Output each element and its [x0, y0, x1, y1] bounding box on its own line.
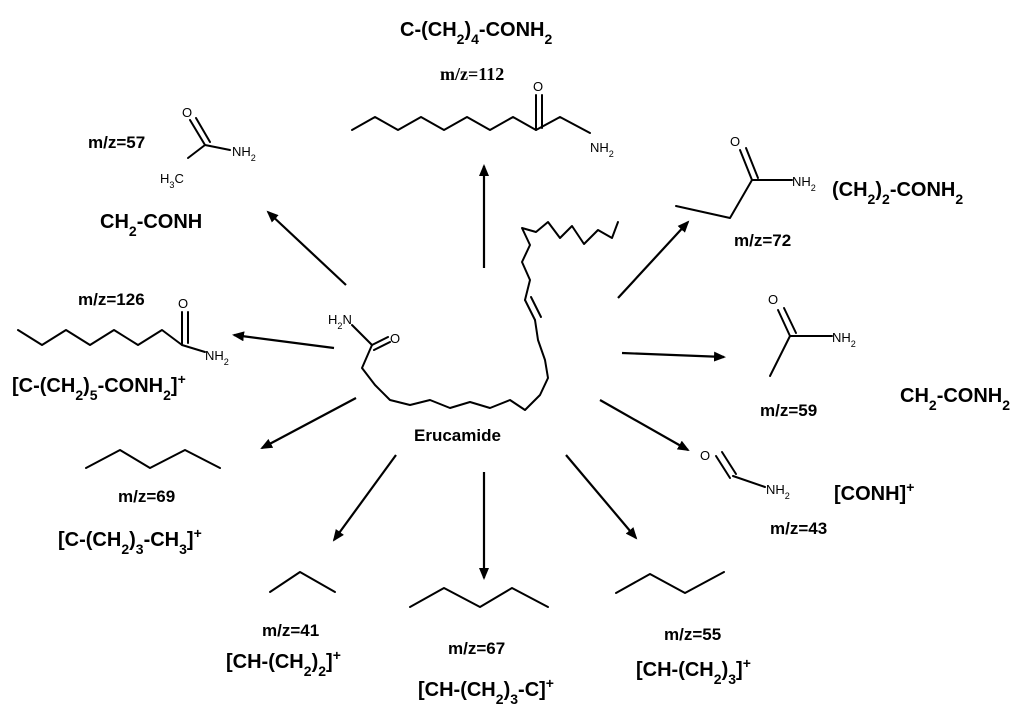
erucamide-tail-bond: [521, 221, 619, 301]
formula-m55: [CH-(CH2)3]+: [636, 655, 751, 687]
fragment-m67: m/z=67 [CH-(CH2)3-C]+: [409, 587, 554, 707]
erucamide-amide-nitrogen: H2N: [328, 312, 352, 331]
fragment-m43: O NH2 [CONH]+ m/z=43: [700, 448, 914, 538]
erucamide-cn-bond: [351, 324, 373, 346]
skeleton-m112: [351, 116, 591, 134]
arrow-to-m69: [260, 397, 357, 449]
nh2-m43: NH2: [766, 482, 790, 501]
arrow-to-m55: [565, 454, 638, 540]
fragment-m112: C-(CH2)4-CONH2 m/z=112 O NH2: [351, 19, 614, 159]
mz-label-m69: m/z=69: [118, 487, 175, 506]
arrow-to-m59: [621, 351, 726, 362]
carbonyl-m72: [739, 149, 753, 181]
erucamide-chain-bond: [361, 319, 549, 411]
skeleton-m69: [85, 449, 221, 469]
carbonyl-m72: [745, 147, 759, 179]
carbonyl-m57: [189, 119, 206, 146]
arrow-to-m43: [599, 399, 690, 451]
skeleton-m72: [675, 179, 793, 219]
skeleton-m59: [769, 335, 833, 377]
formula-m67: [CH-(CH2)3-C]+: [418, 675, 554, 707]
erucamide-double-bond: [524, 299, 536, 321]
skeleton-m57: [187, 144, 231, 159]
fragment-m55: m/z=55 [CH-(CH2)3]+: [615, 571, 751, 687]
formula-m43: [CONH]+: [834, 479, 914, 505]
formula-m57: CH2-CONH: [100, 211, 202, 239]
oxygen-m112: O: [533, 79, 543, 94]
skeleton-m41: [269, 571, 336, 593]
erucamide-amide-oxygen: O: [390, 331, 400, 346]
carbonyl-m59: [783, 307, 797, 334]
oxygen-m57: O: [182, 105, 192, 120]
fragmentation-arrows: [232, 164, 726, 580]
carbonyl-m43: [721, 451, 737, 475]
nh2-m57: NH2: [232, 144, 256, 163]
fragment-m59: O NH2 m/z=59 CH2-CONH2: [760, 292, 1010, 420]
arrow-to-m72: [617, 220, 690, 299]
mz-label-m67: m/z=67: [448, 639, 505, 658]
mz-label-m55: m/z=55: [664, 625, 721, 644]
mz-label-m57: m/z=57: [88, 133, 145, 152]
fragment-m72: O NH2 (CH2)2-CONH2 m/z=72: [675, 134, 963, 250]
formula-m69: [C-(CH2)3-CH3]+: [58, 525, 202, 557]
formula-m126: [C-(CH2)5-CONH2]+: [12, 371, 186, 403]
carbonyl-m43: [715, 455, 731, 479]
erucamide-structure: H2N O Erucamide: [328, 221, 619, 445]
fragment-m41: m/z=41 [CH-(CH2)2]+: [226, 571, 341, 679]
skeleton-m67: [409, 587, 549, 608]
nh2-m126: NH2: [205, 348, 229, 367]
arrow-to-m57: [266, 210, 347, 286]
mz-label-m72: m/z=72: [734, 231, 791, 250]
skeleton-m126: [17, 329, 206, 353]
center-label: Erucamide: [414, 426, 501, 445]
formula-m59: CH2-CONH2: [900, 385, 1010, 413]
h3c-m57: H3C: [160, 171, 184, 190]
oxygen-m43: O: [700, 448, 710, 463]
mz-label-m112: m/z=112: [440, 64, 504, 84]
mz-label-m41: m/z=41: [262, 621, 319, 640]
nh2-m59: NH2: [832, 330, 856, 349]
fragment-m126: m/z=126 O NH2 [C-(CH2)5-CONH2]+: [12, 290, 229, 403]
skeleton-m43: [732, 475, 766, 488]
erucamide-carbonyl-bond: [373, 341, 391, 351]
arrow-to-m126: [232, 331, 335, 350]
arrow-to-m41: [332, 454, 397, 542]
skeleton-m55: [615, 571, 725, 594]
mz-label-m59: m/z=59: [760, 401, 817, 420]
mz-label-m43: m/z=43: [770, 519, 827, 538]
carbonyl-m59: [777, 309, 791, 337]
oxygen-m72: O: [730, 134, 740, 149]
fragment-m57: m/z=57 O NH2 H3C CH2-CONH: [88, 105, 256, 239]
nh2-m72: NH2: [792, 174, 816, 193]
oxygen-m126: O: [178, 296, 188, 311]
formula-m41: [CH-(CH2)2]+: [226, 647, 341, 679]
formula-m112: C-(CH2)4-CONH2: [400, 19, 552, 47]
nh2-m112: NH2: [590, 140, 614, 159]
erucamide-carbonyl-bond: [371, 336, 389, 346]
mz-label-m126: m/z=126: [78, 290, 145, 309]
fragment-m69: m/z=69 [C-(CH2)3-CH3]+: [58, 449, 221, 557]
formula-m72: (CH2)2-CONH2: [832, 179, 963, 207]
oxygen-m59: O: [768, 292, 778, 307]
erucamide-double-bond: [530, 296, 542, 318]
carbonyl-m57: [195, 117, 211, 143]
